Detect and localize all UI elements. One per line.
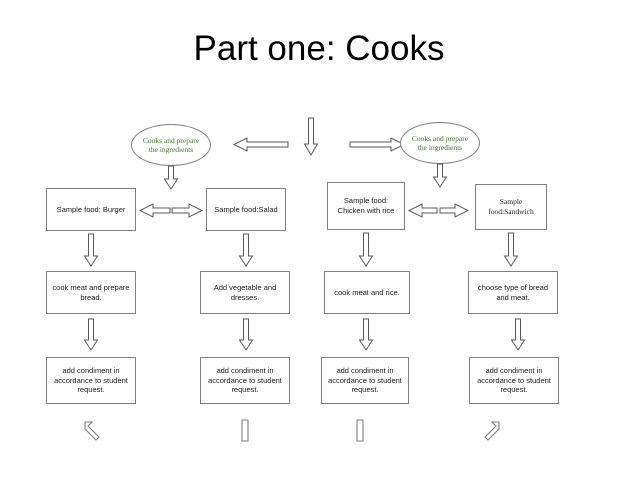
arrow-stub-chicken-icon [355,419,365,442]
arrow-top-center-down-icon [303,117,319,156]
arrow-top-left-icon [232,137,289,152]
arrow-stub-burger-icon [84,421,100,443]
box-final-burger[interactable]: add condiment in accordance to student r… [46,357,136,404]
box-sample-salad[interactable]: Sample food:Salad [206,188,286,231]
arrow-burger-down-2-icon [83,318,99,351]
box-final-sandwich-label: add condiment in accordance to student r… [477,365,551,395]
arrow-chicken-sandwich-right-icon [439,203,470,218]
arrow-burger-salad-left-icon [138,203,171,218]
arrow-salad-down-2-icon [238,318,254,351]
box-step-burger-label: cook meat and prepare bread. [52,282,130,302]
arrow-burger-salad-right-icon [171,203,204,218]
box-step-chicken-label: cook meat and rice. [334,287,400,297]
box-step-chicken[interactable]: cook meat and rice. [324,271,410,314]
arrow-chicken-sandwich-left-icon [407,203,438,218]
box-final-chicken[interactable]: add condiment in accordance to student r… [321,357,409,404]
box-final-sandwich[interactable]: add condiment in accordance to student r… [469,357,559,404]
box-step-salad-label: Add vegetable and dresses. [213,282,277,302]
arrow-stub-salad-icon [240,419,250,442]
box-sample-salad-label: Sample food:Salad [214,204,278,214]
box-sample-sandwich[interactable]: Sample food:Sandwich [475,184,547,230]
ellipse-right[interactable]: Cooks and prepare the ingredients [400,122,480,164]
box-final-salad-label: add condiment in accordance to student r… [208,365,282,395]
arrow-burger-down-1-icon [83,233,99,267]
box-step-sandwich-label: choose type of bread and meat. [477,282,549,302]
arrow-sandwich-down-1-icon [503,232,519,267]
ellipse-left-label: Cooks and prepare the ingredients [142,135,200,154]
arrow-chicken-down-1-icon [358,232,374,267]
box-sample-chicken[interactable]: Sample food: Chicken with rice [327,182,405,230]
box-final-burger-label: add condiment in accordance to student r… [54,365,128,395]
box-final-salad[interactable]: add condiment in accordance to student r… [200,357,290,404]
box-step-sandwich[interactable]: choose type of bread and meat. [468,271,558,314]
ellipse-right-label: Cooks and prepare the ingredients [411,133,469,152]
arrow-ellipse-left-down-icon [163,165,179,190]
box-sample-chicken-label: Sample food: Chicken with rice [337,196,395,215]
box-sample-burger[interactable]: Sample food: Burger [46,188,136,231]
box-sample-sandwich-label: Sample food:Sandwich [488,197,534,216]
box-sample-burger-label: Sample food: Burger [56,204,126,214]
box-step-burger[interactable]: cook meat and prepare bread. [46,271,136,314]
arrow-stub-sandwich-icon [484,421,500,443]
ellipse-left[interactable]: Cooks and prepare the ingredients [131,124,211,166]
arrow-top-right-icon [349,137,406,152]
page-title: Part one: Cooks [193,29,445,68]
arrow-sandwich-down-2-icon [510,318,526,351]
box-final-chicken-label: add condiment in accordance to student r… [328,365,402,395]
box-step-salad[interactable]: Add vegetable and dresses. [200,271,290,314]
arrow-salad-down-1-icon [238,233,254,267]
arrow-ellipse-right-down-icon [432,163,448,188]
arrow-chicken-down-2-icon [358,318,374,351]
